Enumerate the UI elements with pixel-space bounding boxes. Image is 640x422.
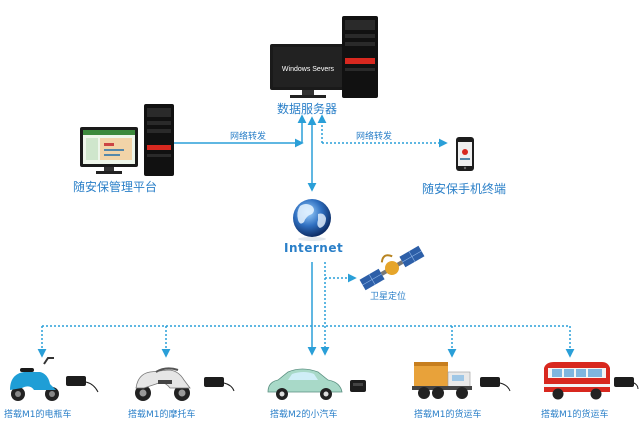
mobile-phone-icon [456, 137, 474, 171]
platform-tower-icon [144, 104, 174, 176]
platform-label: 随安保管理平台 [73, 180, 158, 194]
car-icon [267, 368, 343, 400]
link-label-left: 网络转发 [230, 132, 267, 142]
connection-lines [37, 114, 575, 358]
scooter-icon [10, 357, 59, 401]
gps-tracker-icon [480, 377, 511, 392]
mobile-label: 随安保手机终端 [422, 182, 507, 196]
bus-icon [544, 362, 610, 400]
gps-tracker-icon [350, 380, 366, 392]
platform-monitor-icon [80, 127, 138, 174]
server-node: Windows Severs [270, 16, 378, 98]
vehicle-label-truck: 搭载M1的货运车 [414, 410, 482, 420]
internet-label: Internet [284, 241, 344, 255]
server-label: 数据服务器 [277, 102, 338, 116]
vehicle-label-motorcycle: 搭载M1的摩托车 [128, 410, 196, 420]
server-tower-icon [342, 16, 378, 98]
platform-node [80, 104, 174, 176]
gps-tracker-icon [66, 376, 99, 393]
vehicle-label-car: 搭载M2的小汽车 [270, 410, 338, 420]
internet-globe-icon [293, 199, 331, 241]
gps-tracker-icon [614, 377, 639, 390]
server-monitor-text: Windows Severs [282, 66, 335, 73]
gps-tracker-icon [204, 377, 235, 392]
link-label-right: 网络转发 [356, 132, 393, 142]
motorcycle-icon [135, 367, 191, 401]
server-monitor-icon: Windows Severs [270, 44, 346, 98]
vehicle-label-bus: 搭载M1的货运车 [541, 410, 609, 420]
satellite-label: 卫星定位 [370, 292, 407, 302]
truck-icon [412, 362, 472, 399]
satellite-icon [359, 245, 425, 291]
vehicle-label-scooter: 搭载M1的电瓶车 [4, 410, 72, 420]
